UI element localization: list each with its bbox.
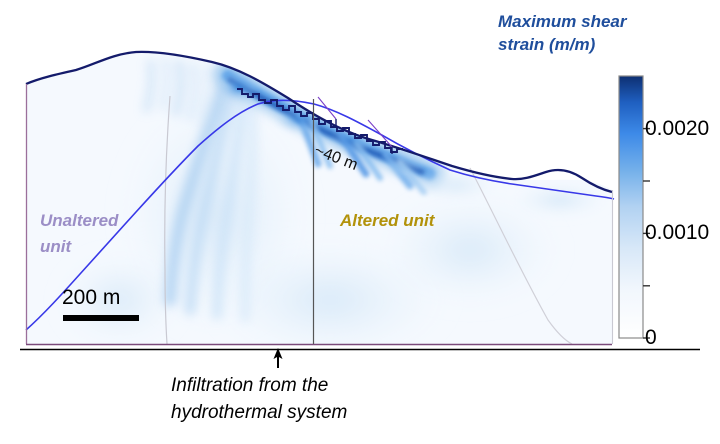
domain-boundaries [25,84,614,346]
unit-boundary-line [164,95,573,345]
label-unaltered-line2: unit [40,237,72,256]
scalebar-rule [63,315,139,321]
colorbar-label-0.0020: 0.0020 [645,116,710,140]
thickness-leader-line [317,96,393,154]
colorbar-ramp [618,75,644,339]
caption-line1: Infiltration from the [171,375,329,396]
label-altered-unit: Altered unit [340,211,435,230]
infiltration-arrow [273,348,283,368]
infiltration-caption: Infiltration from the hydrothermal system [171,372,347,426]
label-unaltered-line1: Unaltered [40,211,119,230]
colorbar-title-line2: strain (m/m) [498,35,596,54]
colorbar-title: Maximum shear strain (m/m) [498,10,627,56]
caption-line2: hydrothermal system [171,402,348,423]
colorbar [618,75,650,339]
scalebar-label: 200 m [62,286,121,309]
colorbar-label-0.0010: 0.0010 [645,221,710,245]
colorbar-title-line1: Maximum shear [498,12,627,31]
colorbar-label-0: 0 [645,326,657,349]
label-unaltered-unit: Unaltered unit [40,208,118,260]
failure-plane-line [237,88,403,153]
shear-strain-field [60,57,610,344]
